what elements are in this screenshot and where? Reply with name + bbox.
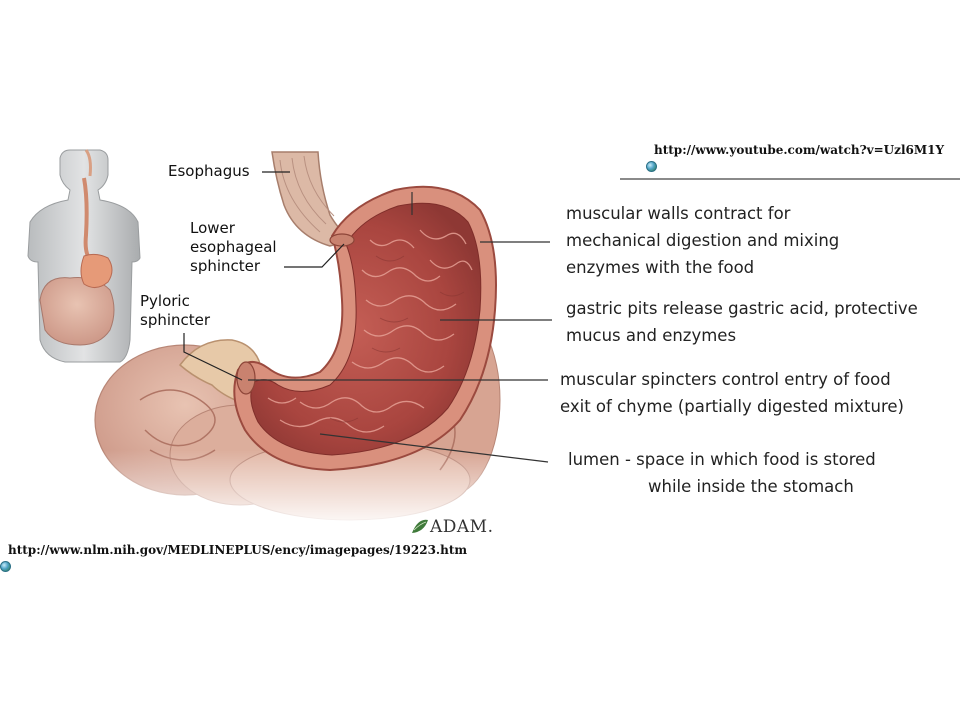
- label-leader-lines: [183, 171, 345, 381]
- stomach-lining: [250, 202, 482, 456]
- annotation-line: lumen - space in which food is stored: [568, 450, 876, 469]
- annotation-line: exit of chyme (partially digested mixtur…: [560, 397, 904, 416]
- lower-esophageal-sphincter-ring: [329, 233, 355, 247]
- label-pyloric-sphincter: Pyloric sphincter: [140, 292, 210, 330]
- annotation-line: gastric pits release gastric acid, prote…: [566, 299, 918, 318]
- label-line: Lower: [190, 219, 235, 237]
- annotation-muscular-walls: muscular walls contract for mechanical d…: [566, 200, 839, 281]
- adam-logo: ADAM.: [430, 517, 494, 537]
- globe-icon[interactable]: [646, 161, 657, 172]
- adam-leaf-icon: [412, 519, 428, 533]
- label-line: Pyloric: [140, 292, 190, 310]
- annotation-gastric-pits: gastric pits release gastric acid, prote…: [566, 295, 918, 349]
- body-thumbnail: [27, 149, 141, 363]
- pyloric-sphincter-ring: [236, 361, 256, 395]
- video-link[interactable]: http://www.youtube.com/watch?v=Uzl6M1Y: [654, 143, 945, 157]
- globe-icon[interactable]: [0, 561, 11, 572]
- annotation-line: muscular walls contract for: [566, 204, 791, 223]
- annotation-line: enzymes with the food: [566, 258, 755, 277]
- label-esophagus: Esophagus: [168, 162, 250, 180]
- annotation-leader-lines: [248, 192, 552, 463]
- annotation-line: mucus and enzymes: [566, 326, 737, 345]
- label-lower-esophageal-sphincter: Lower esophageal sphincter: [190, 219, 277, 276]
- annotation-sphincters: muscular spincters control entry of food…: [560, 366, 904, 420]
- annotation-line: muscular spincters control entry of food: [560, 370, 891, 389]
- annotation-lumen: lumen - space in which food is stored wh…: [568, 446, 876, 500]
- annotation-line: while inside the stomach: [648, 477, 854, 496]
- label-line: sphincter: [190, 257, 261, 275]
- annotation-line: mechanical digestion and mixing: [566, 231, 840, 250]
- image-source-link[interactable]: http://www.nlm.nih.gov/MEDLINEPLUS/ency/…: [8, 543, 468, 557]
- rugae-folds: [267, 229, 473, 433]
- label-line: sphincter: [140, 311, 211, 329]
- label-line: esophageal: [190, 238, 277, 256]
